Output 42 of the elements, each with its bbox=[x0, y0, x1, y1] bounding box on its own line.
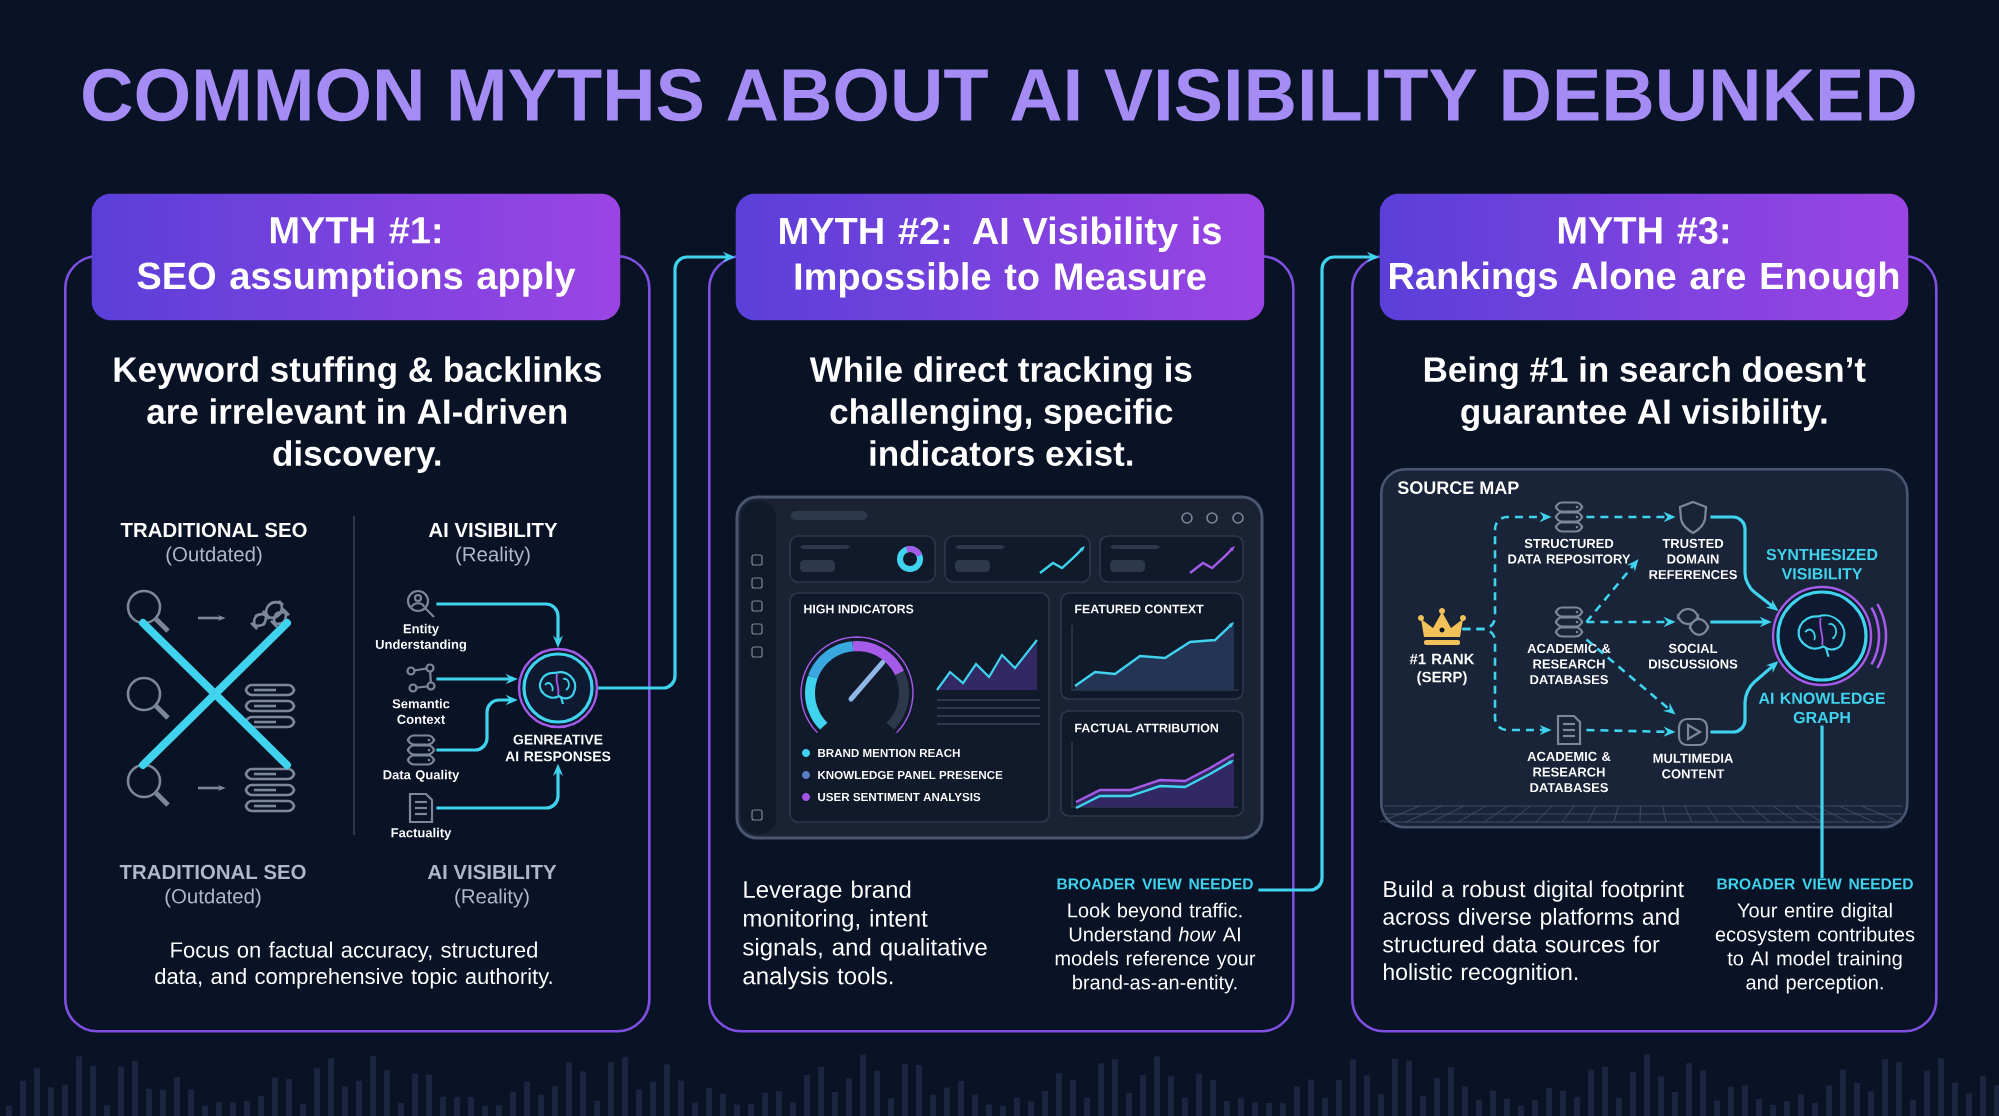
column-subheading: (Reality) bbox=[456, 546, 530, 566]
node-label: SOCIAL DISCUSSIONS bbox=[1649, 643, 1738, 669]
node-label: MULTIMEDIA CONTENT bbox=[1653, 753, 1733, 779]
column-subheading: (Reality) bbox=[455, 888, 529, 908]
connector-line bbox=[1820, 725, 1824, 878]
node-label: ACADEMIC & RESEARCH DATABASES bbox=[1527, 643, 1611, 685]
column-subheading: (Outdated) bbox=[165, 888, 261, 908]
body-text: Leverage brand monitoring, intent signals, and qualitative analysis tools. bbox=[743, 880, 987, 990]
callout-text: BROADER VIEW NEEDED Your entire digital ecosystem contributes to AI model training and perception. bbox=[1715, 878, 1915, 994]
legend-label: BRAND MENTION REACH bbox=[818, 748, 960, 758]
source-item: ACADEMIC & RESEARCH DATABASES bbox=[1527, 606, 1611, 685]
node-label: AI KNOWLEDGE GRAPH bbox=[1758, 692, 1885, 724]
column-subheading: (Outdated) bbox=[166, 546, 262, 566]
source-item: STRUCTURED DATA REPOSITORY bbox=[1508, 501, 1631, 564]
title: COMMON MYTHS ABOUT AI VISIBILITY DEBUNKED bbox=[83, 68, 1915, 122]
node-label: ACADEMIC & RESEARCH DATABASES bbox=[1527, 751, 1611, 793]
node-label: STRUCTURED DATA REPOSITORY bbox=[1508, 538, 1631, 564]
source-item: MULTIMEDIA CONTENT bbox=[1653, 717, 1733, 779]
source-item: SOCIAL DISCUSSIONS bbox=[1649, 607, 1738, 669]
source-item: ACADEMIC & RESEARCH DATABASES bbox=[1527, 714, 1611, 793]
callout-text: BROADER VIEW NEEDED Look beyond traffic. Understand how AI models reference your brand-as-an-entity. bbox=[1055, 878, 1256, 994]
ranking-crown: #1 RANK (SERP) bbox=[1409, 608, 1475, 686]
widget-title: HIGH INDICATORS bbox=[804, 604, 914, 614]
icon-with-caption: Data Quality bbox=[383, 734, 460, 782]
node-label: GENREATIVE AI RESPONSES bbox=[505, 734, 611, 762]
column-heading: AI VISIBILITY bbox=[427, 864, 557, 880]
node-label: TRUSTED DOMAIN REFERENCES bbox=[1649, 538, 1737, 580]
legend-label: USER SENTIMENT ANALYSIS bbox=[818, 792, 981, 802]
icon-with-caption: Entity Understanding bbox=[375, 589, 466, 652]
body-text: Focus on factual accuracy, structured data, and comprehensive topic authority. bbox=[155, 941, 552, 989]
source-item: TRUSTED DOMAIN REFERENCES bbox=[1649, 500, 1737, 580]
column-heading: TRADITIONAL SEO bbox=[119, 864, 306, 880]
icon-with-caption: Factuality bbox=[391, 792, 452, 840]
column-heading: TRADITIONAL SEO bbox=[120, 522, 307, 538]
widget-title: FEATURED CONTEXT bbox=[1075, 604, 1204, 614]
body-text: Build a robust digital footprint across diverse platforms and structured data sources for holistic recognition. bbox=[1383, 880, 1684, 985]
node-label: #1 RANK (SERP) bbox=[1409, 653, 1475, 686]
column-heading: AI VISIBILITY bbox=[428, 522, 558, 538]
node-label: SYNTHESIZED VISIBILITY bbox=[1766, 548, 1878, 580]
legend-label: KNOWLEDGE PANEL PRESENCE bbox=[818, 770, 1003, 780]
icon-with-caption: Semantic Context bbox=[392, 663, 450, 724]
widget-title: FACTUAL ATTRIBUTION bbox=[1075, 723, 1218, 733]
